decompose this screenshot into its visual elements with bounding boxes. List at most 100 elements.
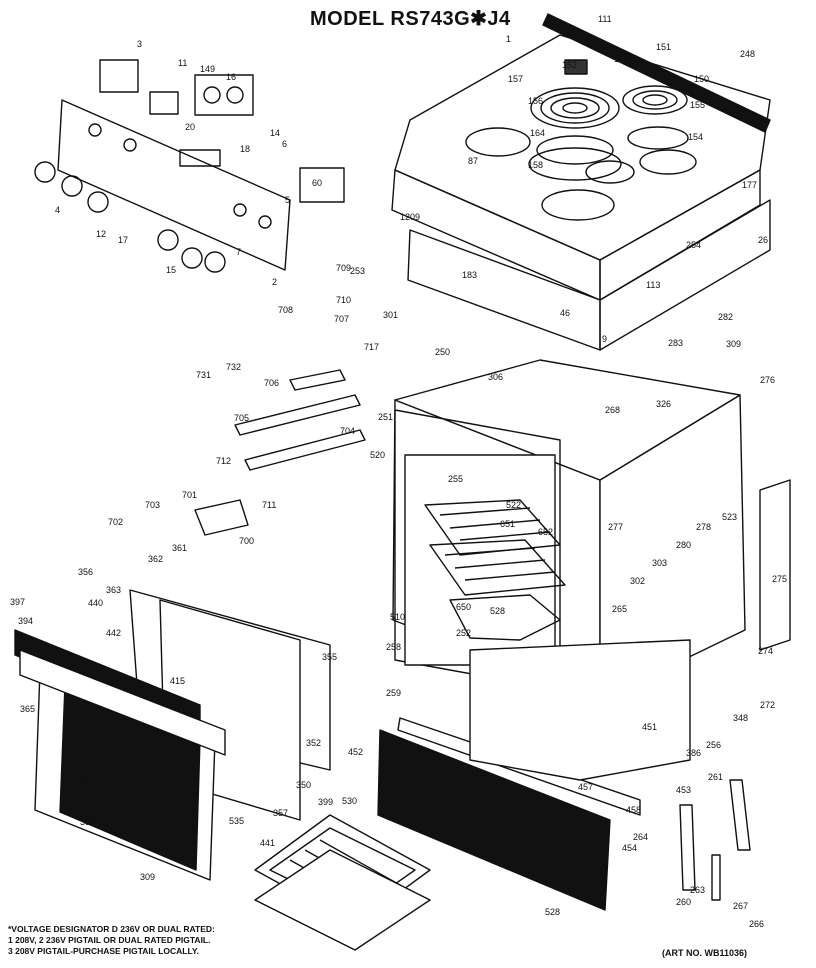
part-callout: 415 bbox=[170, 676, 185, 686]
part-callout: 652 bbox=[538, 527, 553, 537]
part-callout: 386 bbox=[686, 748, 701, 758]
part-callout: 277 bbox=[608, 522, 623, 532]
control-panel bbox=[57, 99, 291, 271]
part-callout: 1209 bbox=[400, 212, 420, 222]
part-callout: 704 bbox=[340, 426, 355, 436]
part-callout: 454 bbox=[622, 843, 637, 853]
part-callout: 440 bbox=[88, 598, 103, 608]
art-number: (ART NO. WB11036) bbox=[662, 948, 748, 958]
part-callout: 11 bbox=[178, 58, 187, 68]
part-callout: 356 bbox=[78, 567, 93, 577]
part-callout: 152 bbox=[562, 60, 577, 70]
part-callout: 6 bbox=[282, 139, 287, 149]
part-callout: 717 bbox=[364, 342, 379, 352]
part-callout: 302 bbox=[630, 576, 645, 586]
part-callout: 150 bbox=[694, 74, 709, 84]
surface-unit-small bbox=[622, 85, 689, 150]
part-callout: 650 bbox=[456, 602, 471, 612]
part-callout: 399 bbox=[318, 797, 333, 807]
part-callout: 254 bbox=[686, 240, 701, 250]
clock-timer bbox=[194, 74, 254, 116]
control-knobs bbox=[34, 161, 226, 273]
part-callout: 7 bbox=[236, 247, 241, 257]
oven-door-assembly bbox=[14, 589, 331, 881]
part-callout: 709 bbox=[336, 263, 351, 273]
part-callout: 394 bbox=[18, 616, 33, 626]
part-callout: 253 bbox=[350, 266, 365, 276]
part-callout: 14 bbox=[270, 128, 280, 138]
part-callout: 261 bbox=[708, 772, 723, 782]
part-callout: 276 bbox=[760, 375, 775, 385]
door-latch bbox=[194, 499, 249, 536]
footnote-line: *VOLTAGE DESIGNATOR D 236V OR DUAL RATED… bbox=[8, 924, 215, 934]
part-callout: 451 bbox=[642, 722, 657, 732]
part-callout: 20 bbox=[185, 122, 195, 132]
infinite-switches bbox=[99, 59, 345, 203]
part-callout: 712 bbox=[216, 456, 231, 466]
part-callout: 350 bbox=[296, 780, 311, 790]
part-callout: 157 bbox=[508, 74, 523, 84]
part-callout: 259 bbox=[386, 688, 401, 698]
part-callout: 651 bbox=[500, 519, 515, 529]
part-callout: 263 bbox=[690, 885, 705, 895]
part-callout: 702 bbox=[108, 517, 123, 527]
part-callout: 282 bbox=[718, 312, 733, 322]
part-callout: 252 bbox=[456, 628, 471, 638]
part-callout: 708 bbox=[278, 305, 293, 315]
bake-element bbox=[449, 594, 561, 641]
part-callout: 60 bbox=[312, 178, 322, 188]
part-callout: 267 bbox=[733, 901, 748, 911]
part-callout: 453 bbox=[676, 785, 691, 795]
part-callout: 510 bbox=[390, 612, 405, 622]
voltage-footnote: *VOLTAGE DESIGNATOR D 236V OR DUAL RATED… bbox=[8, 924, 215, 957]
part-callout: 365 bbox=[20, 704, 35, 714]
part-callout: 5 bbox=[285, 195, 290, 205]
part-callout: 701 bbox=[182, 490, 197, 500]
part-callout: 711 bbox=[262, 500, 276, 510]
part-callout: 258 bbox=[386, 642, 401, 652]
part-callout: 4 bbox=[55, 205, 60, 215]
part-callout: 155 bbox=[690, 100, 705, 110]
footnote-line: 3 208V PIGTAIL-PURCHASE PIGTAIL LOCALLY. bbox=[8, 946, 199, 956]
part-callout: 358 bbox=[76, 777, 91, 787]
part-callout: 278 bbox=[696, 522, 711, 532]
part-callout: 306 bbox=[488, 372, 503, 382]
part-callout: 303 bbox=[652, 558, 667, 568]
part-callout: 275 bbox=[772, 574, 787, 584]
part-callout: 441 bbox=[260, 838, 275, 848]
part-callout: 272 bbox=[760, 700, 775, 710]
terminal-block bbox=[564, 59, 588, 75]
part-callout: 256 bbox=[706, 740, 721, 750]
broiler-pan bbox=[254, 814, 431, 951]
part-callout: 397 bbox=[10, 597, 25, 607]
part-callout: 9 bbox=[602, 334, 607, 344]
part-callout: 522 bbox=[506, 500, 521, 510]
part-callout: 363 bbox=[106, 585, 121, 595]
part-callout: 18 bbox=[240, 144, 250, 154]
oven-frame bbox=[392, 199, 791, 701]
part-callout: 452 bbox=[348, 747, 363, 757]
part-callout: 535 bbox=[229, 816, 244, 826]
part-callout: 710 bbox=[336, 295, 351, 305]
part-callout: 158 bbox=[528, 160, 543, 170]
part-callout: 266 bbox=[749, 919, 764, 929]
part-callout: 153 bbox=[614, 54, 629, 64]
part-callout: 16 bbox=[226, 72, 236, 82]
part-callout: 26 bbox=[758, 235, 768, 245]
part-callout: 154 bbox=[688, 132, 703, 142]
part-callout: 528 bbox=[490, 606, 505, 616]
part-callout: 700 bbox=[239, 536, 254, 546]
part-callout: 348 bbox=[733, 713, 748, 723]
part-callout: 156 bbox=[528, 96, 543, 106]
part-callout: 457 bbox=[578, 782, 593, 792]
part-callout: 301 bbox=[383, 310, 398, 320]
part-callout: 183 bbox=[462, 270, 477, 280]
drawer-body bbox=[469, 639, 691, 781]
part-callout: 520 bbox=[370, 450, 385, 460]
part-callout: 706 bbox=[264, 378, 279, 388]
part-callout: 703 bbox=[145, 500, 160, 510]
part-callout: 707 bbox=[334, 314, 349, 324]
